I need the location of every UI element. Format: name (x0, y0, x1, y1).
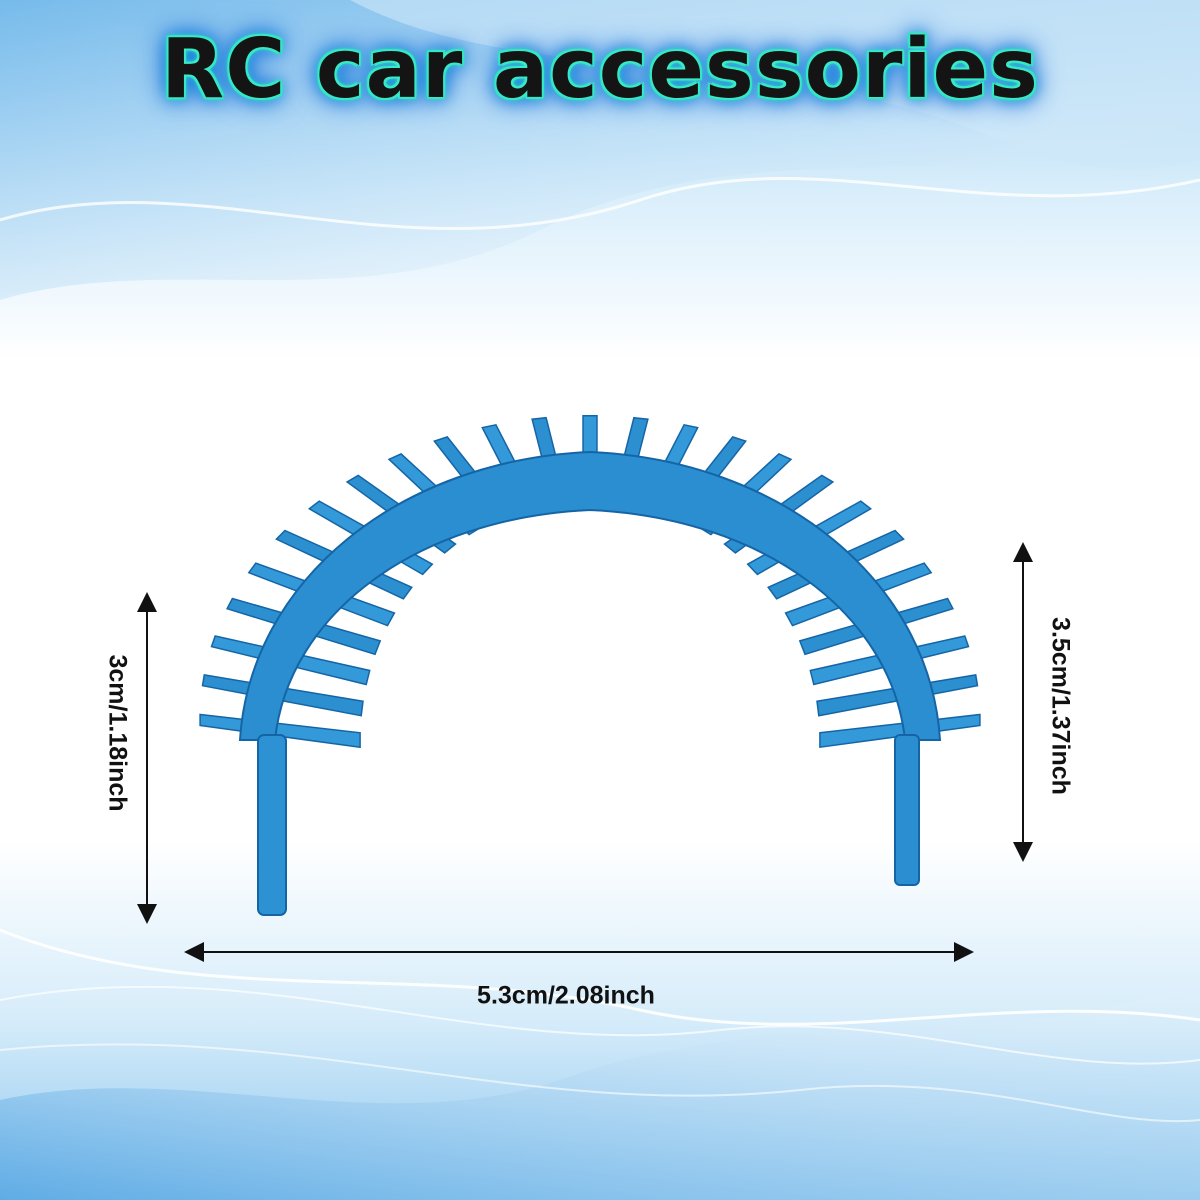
width-dimension-label: 5.3cm/2.08inch (477, 981, 655, 1010)
height-dimension-label: 3cm/1.18inch (103, 654, 132, 812)
motor-heatsink-icon (199, 415, 981, 916)
depth-dimension-label: 3.5cm/1.37inch (1046, 617, 1075, 795)
page-title: RC car accessories (161, 22, 1039, 117)
